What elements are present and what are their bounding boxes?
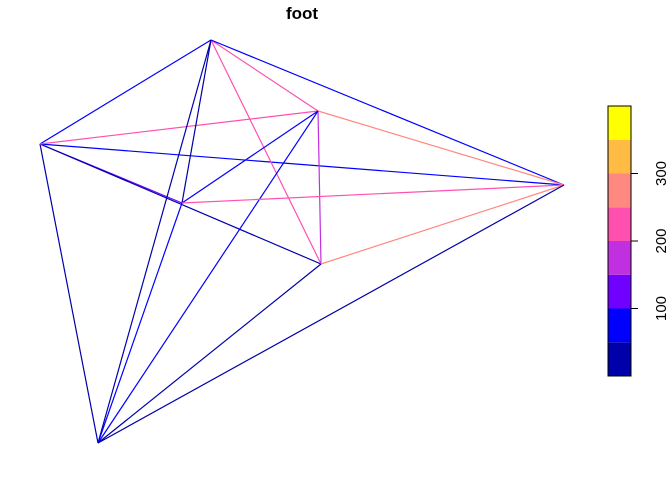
edge-b-c xyxy=(210,39,319,112)
edge-f-g xyxy=(97,184,565,444)
legend-swatch-5 xyxy=(608,207,631,241)
legend-swatch-7 xyxy=(608,139,631,174)
edge-c-g xyxy=(97,110,319,444)
legend-swatch-8 xyxy=(608,106,631,140)
edge-c-d xyxy=(181,110,319,204)
edge-b-e xyxy=(210,39,322,265)
legend-tick-label: 100 xyxy=(653,296,670,321)
edge-a-f xyxy=(39,143,565,186)
legend-swatch-4 xyxy=(608,241,631,275)
edge-a-g xyxy=(39,143,99,444)
legend-tick-label: 300 xyxy=(653,161,670,186)
legend-swatch-3 xyxy=(608,274,631,309)
edge-e-f xyxy=(320,184,565,265)
edge-a-b xyxy=(39,39,212,145)
edge-a-c xyxy=(39,110,319,145)
edge-c-f xyxy=(317,110,565,186)
edge-layer xyxy=(39,39,565,444)
legend-swatch-1 xyxy=(608,342,631,376)
edge-e-g xyxy=(97,263,322,444)
legend-swatch-6 xyxy=(608,173,631,208)
edge-b-g xyxy=(97,39,212,444)
edge-b-d xyxy=(181,39,212,204)
color-legend: 100 200 300 xyxy=(607,105,670,377)
edge-b-f xyxy=(210,39,565,186)
chart-title: foot xyxy=(286,4,318,23)
edge-c-e xyxy=(317,110,322,265)
legend-tick-label: 200 xyxy=(653,228,670,253)
legend-swatch-2 xyxy=(608,308,631,343)
edge-d-g xyxy=(97,202,183,444)
edge-d-f xyxy=(181,184,565,204)
edge-a-e xyxy=(39,143,322,265)
